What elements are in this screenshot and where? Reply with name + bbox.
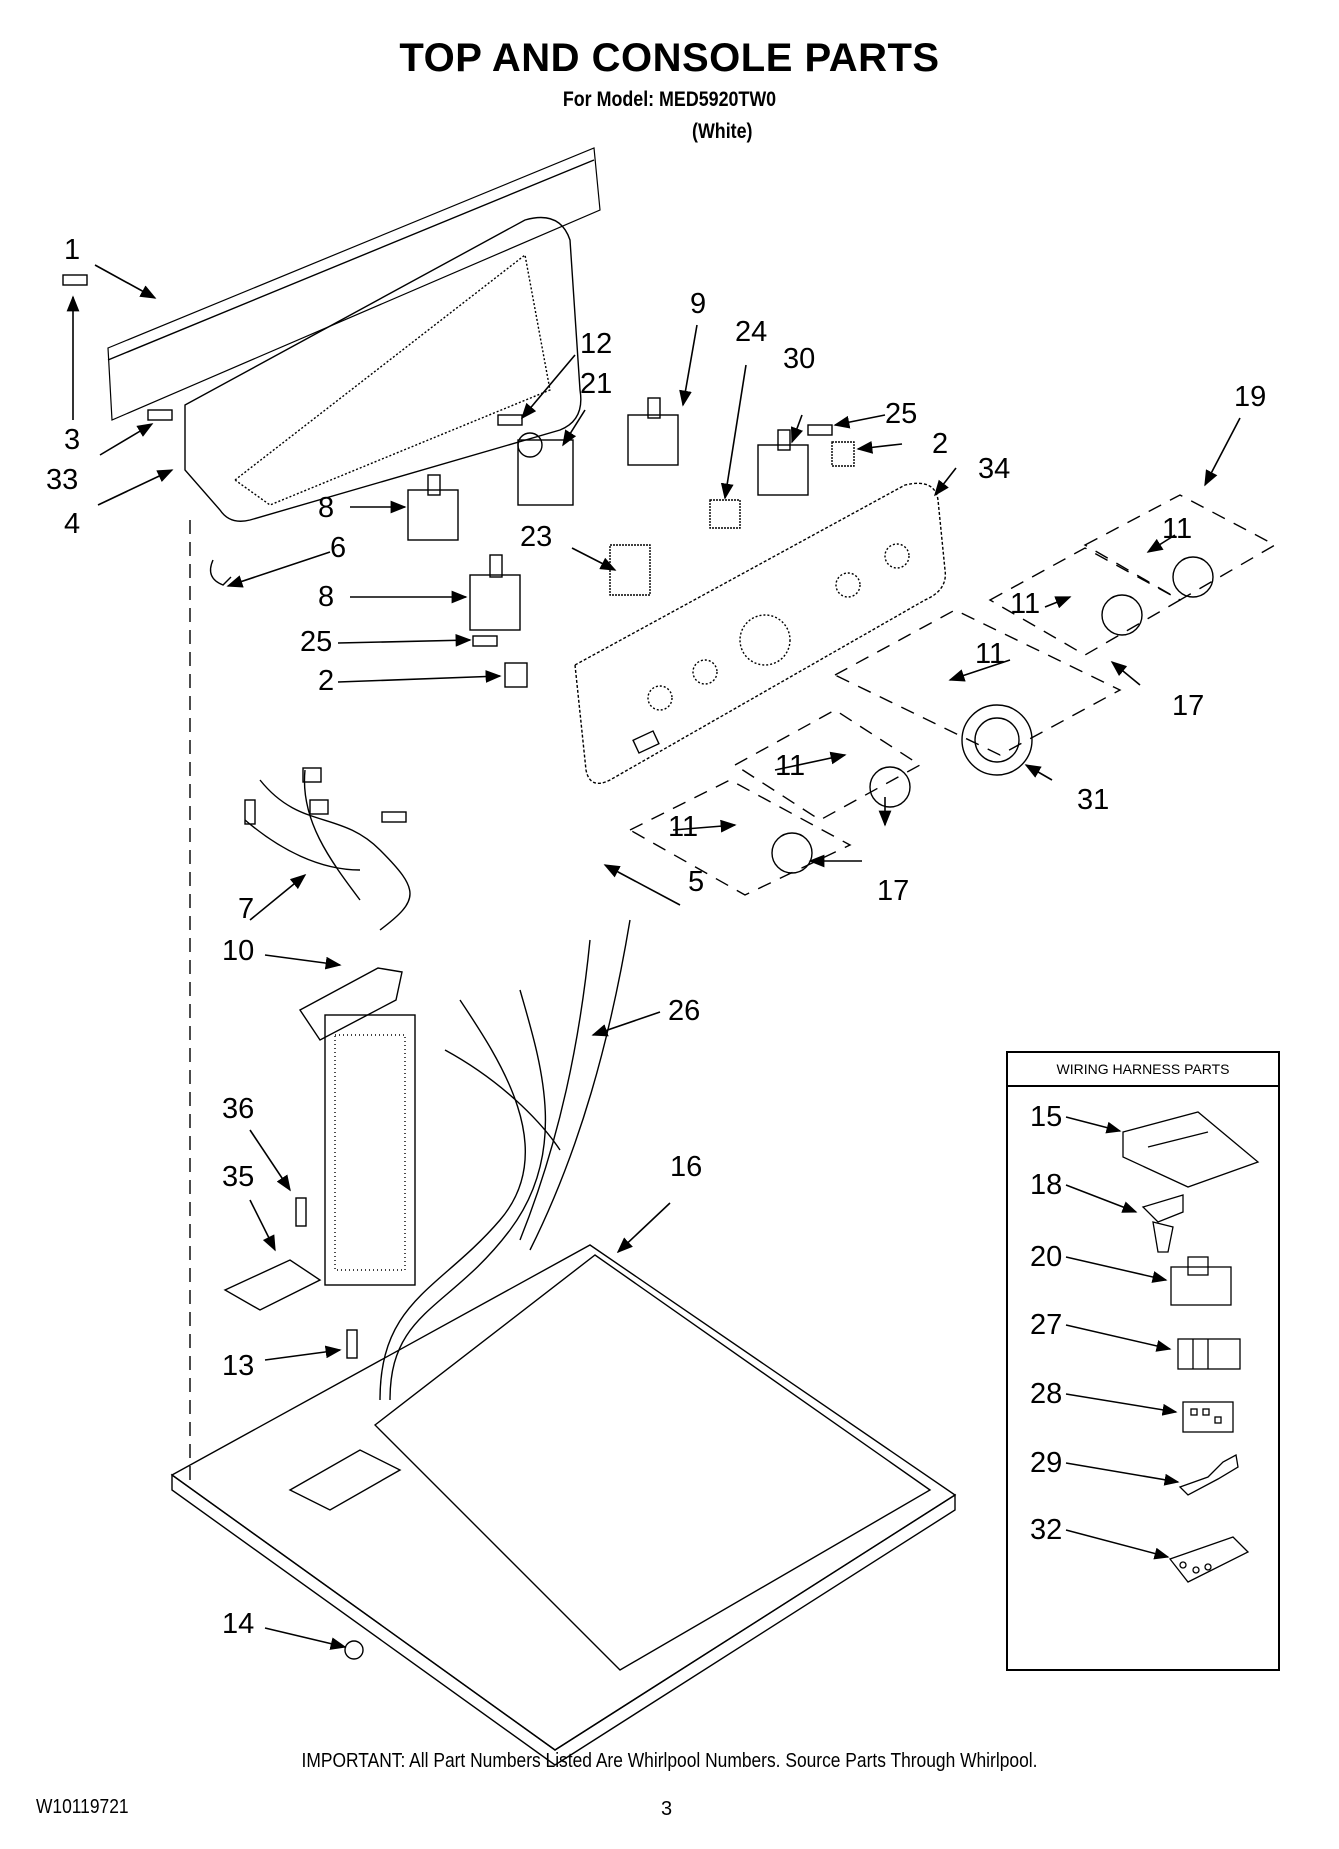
callout-11c: 11 bbox=[975, 638, 1006, 670]
harness-callout-32: 32 bbox=[1030, 1514, 1063, 1546]
knobs bbox=[771, 556, 1214, 874]
callout-9: 9 bbox=[690, 288, 707, 320]
harness-callout-27: 27 bbox=[1030, 1309, 1063, 1341]
cabinet-top-16 bbox=[170, 1244, 957, 1766]
callout-34: 34 bbox=[978, 453, 1011, 485]
callout-23: 23 bbox=[520, 521, 553, 553]
callout-25b: 25 bbox=[885, 398, 918, 430]
switch-9 bbox=[627, 397, 679, 466]
callout-16: 16 bbox=[670, 1151, 703, 1183]
callout-4: 4 bbox=[64, 508, 81, 540]
harness-callout-29: 29 bbox=[1030, 1447, 1063, 1479]
callout-36: 36 bbox=[222, 1093, 255, 1125]
callout-11d: 11 bbox=[775, 750, 806, 782]
connector-15 bbox=[1122, 1111, 1260, 1188]
callout-21: 21 bbox=[580, 368, 613, 400]
clip-18 bbox=[1141, 1194, 1184, 1253]
switch-8b bbox=[469, 554, 521, 631]
callout-3: 3 bbox=[64, 424, 81, 456]
wire-harness-7 bbox=[244, 767, 411, 931]
callout-26: 26 bbox=[668, 995, 701, 1027]
harness-callout-28: 28 bbox=[1030, 1378, 1063, 1410]
callout-19: 19 bbox=[1234, 381, 1267, 413]
callout-31: 31 bbox=[1077, 784, 1110, 816]
callout-6: 6 bbox=[330, 532, 347, 564]
switch-30 bbox=[757, 429, 809, 496]
harness-callout-18: 18 bbox=[1030, 1169, 1063, 1201]
callout-2a: 2 bbox=[318, 665, 335, 697]
control-board-23 bbox=[609, 544, 651, 596]
callout-25a: 25 bbox=[300, 626, 333, 658]
screws bbox=[62, 274, 833, 1660]
connector-27 bbox=[1177, 1338, 1241, 1370]
callout-7: 7 bbox=[238, 893, 255, 925]
model-line: For Model: MED5920TW0 bbox=[562, 88, 777, 111]
callout-11b: 11 bbox=[1010, 588, 1041, 620]
callout-17b: 17 bbox=[877, 875, 910, 907]
callout-30: 30 bbox=[783, 343, 816, 375]
rear-panel bbox=[107, 147, 601, 421]
switch-2b bbox=[831, 441, 855, 467]
dashed-knob-groups bbox=[628, 494, 1277, 896]
harness-callout-20: 20 bbox=[1030, 1241, 1063, 1273]
sensor-24 bbox=[709, 499, 741, 529]
harness-callout-15: 15 bbox=[1030, 1101, 1063, 1133]
callout-5: 5 bbox=[688, 866, 705, 898]
wiring-harness-title: WIRING HARNESS PARTS bbox=[1008, 1053, 1278, 1087]
callout-11a: 11 bbox=[1162, 513, 1193, 545]
lint-filter-10 bbox=[298, 967, 416, 1286]
model-color: (White) bbox=[692, 120, 753, 143]
callout-12: 12 bbox=[580, 328, 613, 360]
page-number: 3 bbox=[661, 1798, 673, 1820]
harness-parts-drawing bbox=[1065, 1111, 1260, 1583]
important-note: IMPORTANT: All Part Numbers Listed Are W… bbox=[301, 1750, 1038, 1772]
callout-17a: 17 bbox=[1172, 690, 1205, 722]
wiring-harness-parts-panel: WIRING HARNESS PARTS 15 18 20 27 28 29 3… bbox=[1006, 1051, 1280, 1671]
switch-8a bbox=[407, 474, 459, 541]
switch-2a bbox=[504, 662, 528, 688]
page-title: TOP AND CONSOLE PARTS bbox=[399, 36, 940, 80]
document-id: W10119721 bbox=[36, 1796, 129, 1818]
callout-1: 1 bbox=[64, 234, 81, 266]
console-housing bbox=[184, 216, 582, 522]
callout-2b: 2 bbox=[932, 428, 949, 460]
callout-24: 24 bbox=[735, 316, 768, 348]
connector-32 bbox=[1168, 1536, 1250, 1583]
leader-arrows bbox=[66, 264, 1241, 1650]
callout-35: 35 bbox=[222, 1161, 255, 1193]
callout-8a: 8 bbox=[318, 492, 335, 524]
bracket-35 bbox=[223, 1259, 322, 1311]
terminal-29 bbox=[1178, 1453, 1239, 1496]
bracket-6 bbox=[209, 559, 232, 586]
callout-13: 13 bbox=[222, 1350, 255, 1382]
connector-20 bbox=[1170, 1256, 1232, 1306]
callout-33: 33 bbox=[46, 464, 79, 496]
callout-8b: 8 bbox=[318, 581, 335, 613]
console-panel bbox=[574, 482, 947, 784]
timer-21 bbox=[517, 432, 574, 506]
callout-11e: 11 bbox=[668, 811, 699, 843]
callout-14: 14 bbox=[222, 1608, 255, 1640]
harness-26 bbox=[379, 919, 631, 1401]
connector-28 bbox=[1182, 1401, 1234, 1433]
callout-10: 10 bbox=[222, 935, 255, 967]
